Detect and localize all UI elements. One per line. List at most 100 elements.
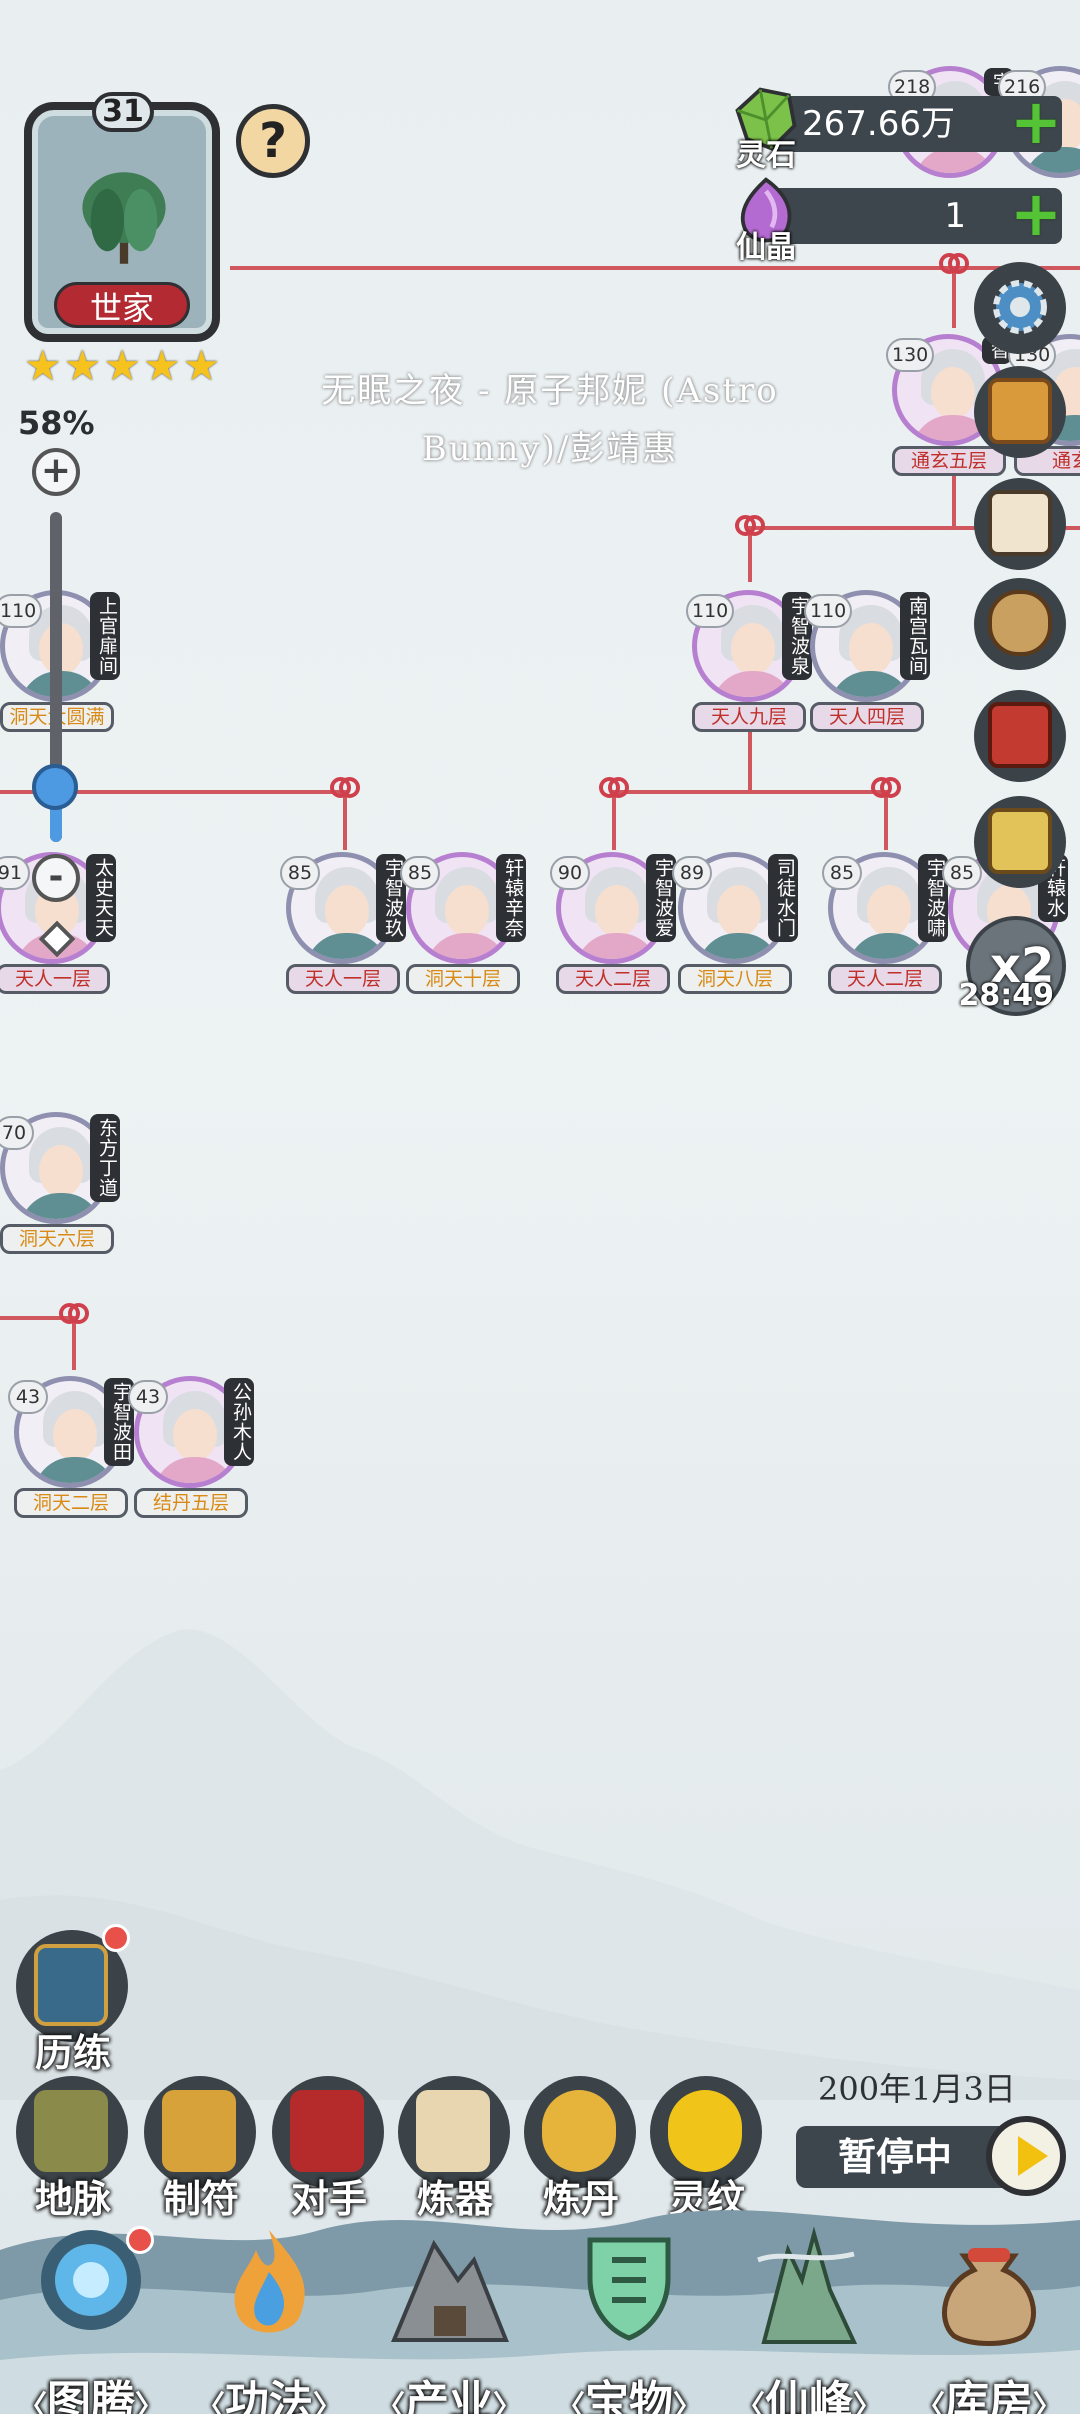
zoom-percent: 58% <box>18 404 95 442</box>
earth-vein-icon <box>34 2090 108 2172</box>
member-level: 43 <box>8 1380 48 1414</box>
clan-stars: ★★★★★ <box>24 344 224 388</box>
portrait-face <box>53 1409 97 1461</box>
tree-line <box>72 1316 76 1370</box>
portrait-face <box>325 885 369 937</box>
training-button[interactable]: 历练 <box>14 1930 132 2080</box>
member-rank: 天人九层 <box>692 702 806 732</box>
tree-line <box>884 790 888 850</box>
tree-line <box>612 790 616 850</box>
marriage-knot <box>735 513 765 543</box>
red-book-button[interactable] <box>974 690 1066 782</box>
ledger-button[interactable] <box>974 478 1066 570</box>
ledger-icon <box>988 490 1052 556</box>
portrait-face <box>39 1145 83 1197</box>
tool-talisman[interactable]: 制符 <box>142 2076 260 2226</box>
nav-industry[interactable]: 产业 <box>360 2220 538 2414</box>
tool-forge[interactable]: 炼器 <box>396 2076 514 2226</box>
marriage-knot <box>599 775 629 805</box>
member-name: 宇智波啸 <box>918 854 948 942</box>
immortal-crystal-value: 1 <box>772 188 1062 244</box>
tree-line <box>952 446 956 526</box>
zoom-in-button[interactable]: + <box>32 448 80 496</box>
member-level: 85 <box>942 856 982 890</box>
member-level: 70 <box>0 1116 34 1150</box>
nav-storehouse[interactable]: 库房 <box>900 2220 1078 2414</box>
nav-technique[interactable]: 功法 <box>180 2220 358 2414</box>
zoom-slider-handle[interactable] <box>32 764 78 810</box>
tree-line <box>0 1316 74 1320</box>
now-playing-line-2: Bunny)/彭靖惠 <box>421 429 679 469</box>
member-level: 110 <box>686 594 735 628</box>
map-scroll-button[interactable] <box>974 578 1066 670</box>
member-level: 110 <box>0 594 43 628</box>
member-rank: 洞天十层 <box>406 964 520 994</box>
nav-label: 库房 <box>900 2366 1078 2414</box>
nav-label: 功法 <box>180 2366 358 2414</box>
add-immortal-crystal-button[interactable]: + <box>1010 177 1062 250</box>
member-level: 91 <box>0 856 30 890</box>
spirit-stone-label: 灵石 <box>736 138 796 173</box>
nav-label: 仙峰 <box>720 2366 898 2414</box>
member-rank: 天人二层 <box>556 964 670 994</box>
notice-board-button[interactable] <box>974 796 1066 888</box>
member-level: 43 <box>128 1380 168 1414</box>
zoom-slider-track[interactable] <box>50 512 62 842</box>
nav-totem[interactable]: 图腾 <box>2 2220 180 2414</box>
tool-earth-vein[interactable]: 地脉 <box>14 2076 132 2226</box>
game-date: 200年1月3日 <box>818 2070 1016 2108</box>
settings-gear-button[interactable] <box>974 262 1066 354</box>
notice-board-icon <box>988 808 1052 874</box>
portrait-face <box>173 1409 217 1461</box>
gold-scroll-button[interactable] <box>974 366 1066 458</box>
member-name: 司徒水门 <box>768 854 798 942</box>
immortal-peak-icon <box>757 2226 858 2344</box>
tool-alchemy[interactable]: 炼丹 <box>522 2076 640 2226</box>
willow-tree-icon <box>82 172 166 264</box>
tool-rival[interactable]: 对手 <box>270 2076 388 2226</box>
red-book-icon <box>988 702 1052 768</box>
member-rank: 天人四层 <box>810 702 924 732</box>
member-rank: 洞天二层 <box>14 1488 128 1518</box>
tool-spirit-pattern[interactable]: 灵纹 <box>648 2076 766 2226</box>
nav-label: 宝物 <box>540 2366 718 2414</box>
clan-emblem[interactable]: 31 世家 <box>14 92 234 352</box>
forge-scroll-icon <box>416 2090 490 2172</box>
totem-notification-dot <box>126 2226 154 2254</box>
nav-treasure[interactable]: 宝物 <box>540 2220 718 2414</box>
portrait-face <box>849 623 893 675</box>
talisman-icon <box>162 2090 236 2172</box>
member-rank: 洞天八层 <box>678 964 792 994</box>
immortal-crystal-icon <box>740 177 792 243</box>
totem-icon <box>41 2230 141 2330</box>
zoom-out-button[interactable]: - <box>32 854 80 902</box>
tree-line-top <box>230 266 1080 270</box>
portrait-face <box>445 885 489 937</box>
tree-line <box>952 268 956 328</box>
member-name: 公孙木人 <box>224 1378 254 1466</box>
immortal-crystal-label: 仙晶 <box>736 230 796 265</box>
add-spirit-stone-button[interactable]: + <box>1010 85 1062 158</box>
industry-mountain-icon <box>391 2239 509 2342</box>
help-button[interactable]: ? <box>236 104 310 178</box>
resource-immortal-crystal: 1 仙晶 + <box>728 177 1068 265</box>
member-level: 85 <box>400 856 440 890</box>
storehouse-bag-icon <box>942 2248 1036 2346</box>
speed-boost-button[interactable]: x2 <box>966 916 1066 1016</box>
star-icon: ★ <box>182 341 221 390</box>
play-button[interactable] <box>986 2116 1066 2196</box>
member-portrait <box>0 1112 112 1224</box>
portrait-face <box>717 885 761 937</box>
technique-flame-icon <box>234 2230 305 2333</box>
nav-immortal-peak[interactable]: 仙峰 <box>720 2220 898 2414</box>
